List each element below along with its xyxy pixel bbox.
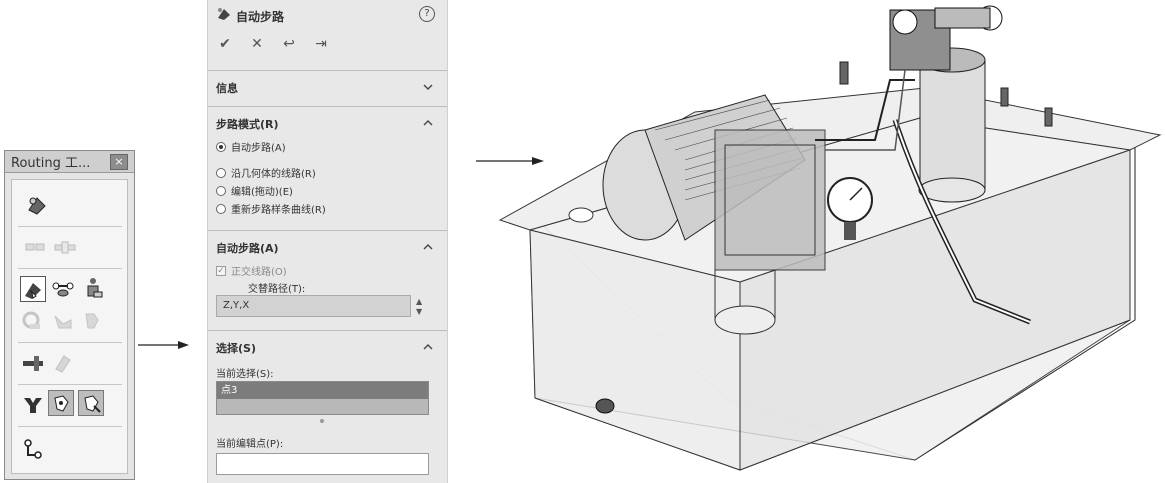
- radio-along-geometry[interactable]: 沿几何体的线路(R): [216, 165, 316, 180]
- radio-reroute-spline[interactable]: 重新步路样条曲线(R): [216, 201, 326, 216]
- pm-actions: ✔ ✕ ↩ ⇥: [216, 36, 330, 52]
- pressed-tool-2-icon[interactable]: [78, 390, 104, 416]
- toolbar-title-bar[interactable]: Routing 工...: [5, 151, 134, 173]
- resize-handle[interactable]: [320, 419, 324, 423]
- route-properties-icon[interactable]: [20, 436, 46, 462]
- chevron-up-icon: [423, 244, 433, 250]
- route-mode-label: 步路模式(R): [216, 118, 279, 131]
- auto-route-label: 自动步路(A): [216, 242, 279, 255]
- radio-button[interactable]: [216, 203, 226, 214]
- selection-label: 选择(S): [216, 342, 256, 355]
- radio-auto-route[interactable]: 自动步路(A): [216, 139, 286, 154]
- pressed-tool-1-icon[interactable]: [48, 390, 74, 416]
- toolbar-panel: [11, 179, 128, 474]
- pm-header: 自动步路 ? ✔ ✕ ↩ ⇥: [208, 0, 447, 70]
- cancel-button[interactable]: ✕: [251, 36, 263, 52]
- spinner-arrows-icon[interactable]: ▲▼: [416, 297, 423, 316]
- info-section-label: 信息: [216, 82, 238, 95]
- auto-route-header[interactable]: 自动步路(A): [208, 231, 447, 265]
- radio-edit-drag[interactable]: 编辑(拖动)(E): [216, 183, 293, 198]
- selection-header[interactable]: 选择(S): [208, 331, 447, 365]
- edit-point-field[interactable]: [216, 453, 429, 475]
- auto-route-section: 自动步路(A) ✓ 正交线路(O) 交替路径(T): Z,Y,X ▲▼: [208, 230, 447, 330]
- auto-route-icon: [218, 8, 230, 20]
- radio-label: 沿几何体的线路(R): [231, 169, 316, 180]
- ok-button[interactable]: ✔: [219, 36, 231, 52]
- start-route-icon[interactable]: [24, 192, 50, 218]
- selection-section: 选择(S) 当前选择(S): 点3 当前编辑点(P):: [208, 330, 447, 483]
- info-section: 信息: [208, 70, 447, 106]
- alt-path-label: 交替路径(T):: [248, 284, 306, 295]
- current-selection-list[interactable]: 点3: [216, 381, 429, 415]
- rotate-clip-icon: [50, 308, 76, 334]
- clip-icon: [20, 308, 46, 334]
- alt-path-field[interactable]: Z,Y,X: [216, 295, 411, 317]
- edit-point-label: 当前编辑点(P):: [216, 439, 284, 450]
- routing-toolbar: Routing 工... ×: [4, 150, 135, 480]
- info-section-header[interactable]: 信息: [208, 71, 447, 105]
- auto-route-button[interactable]: [20, 276, 46, 302]
- radio-label: 自动步路(A): [231, 143, 286, 154]
- ortho-route-label: 正交线路(O): [231, 267, 287, 278]
- chevron-down-icon: [423, 84, 433, 90]
- ortho-route-checkbox[interactable]: ✓ 正交线路(O): [216, 263, 287, 278]
- pm-title: 自动步路: [236, 10, 285, 24]
- repair-route-icon: [50, 350, 76, 376]
- radio-label: 重新步路样条曲线(R): [231, 205, 326, 216]
- tee-fitting-icon[interactable]: [20, 392, 46, 418]
- help-icon[interactable]: ?: [419, 6, 435, 22]
- right-arrow-icon: [476, 156, 546, 166]
- route-mode-section: 步路模式(R) 自动步路(A) 沿几何体的线路(R) 编辑(拖动)(E) 重新步…: [208, 106, 447, 230]
- split-icon: [52, 234, 78, 260]
- route-mode-header[interactable]: 步路模式(R): [208, 107, 447, 141]
- auto-route-property-manager: 自动步路 ? ✔ ✕ ↩ ⇥ 信息 步路模式(R) 自动步路(A) 沿几何体的线…: [207, 0, 448, 483]
- undo-button[interactable]: ↩: [283, 36, 295, 52]
- radio-label: 编辑(拖动)(E): [231, 187, 293, 198]
- toolbar-close-button[interactable]: ×: [110, 154, 128, 170]
- add-point-icon[interactable]: [80, 276, 106, 302]
- radio-button[interactable]: [216, 167, 226, 178]
- radio-button[interactable]: [216, 185, 226, 196]
- pin-button[interactable]: ⇥: [315, 36, 327, 52]
- chevron-up-icon: [423, 120, 433, 126]
- radio-button[interactable]: [216, 141, 226, 152]
- toolbar-title: Routing 工...: [11, 156, 91, 171]
- edit-route-icon[interactable]: [50, 276, 76, 302]
- connector-icon: [22, 234, 48, 260]
- list-item[interactable]: 点3: [217, 382, 428, 399]
- current-selection-label: 当前选择(S):: [216, 369, 274, 380]
- split-route-icon[interactable]: [20, 350, 46, 376]
- right-arrow-icon: [138, 340, 190, 350]
- chevron-up-icon: [423, 344, 433, 350]
- checkbox[interactable]: ✓: [216, 265, 226, 276]
- hydraulic-tank-model: [498, 5, 1162, 471]
- route-through-clip-icon: [80, 308, 106, 334]
- model-viewport[interactable]: [495, 0, 1165, 483]
